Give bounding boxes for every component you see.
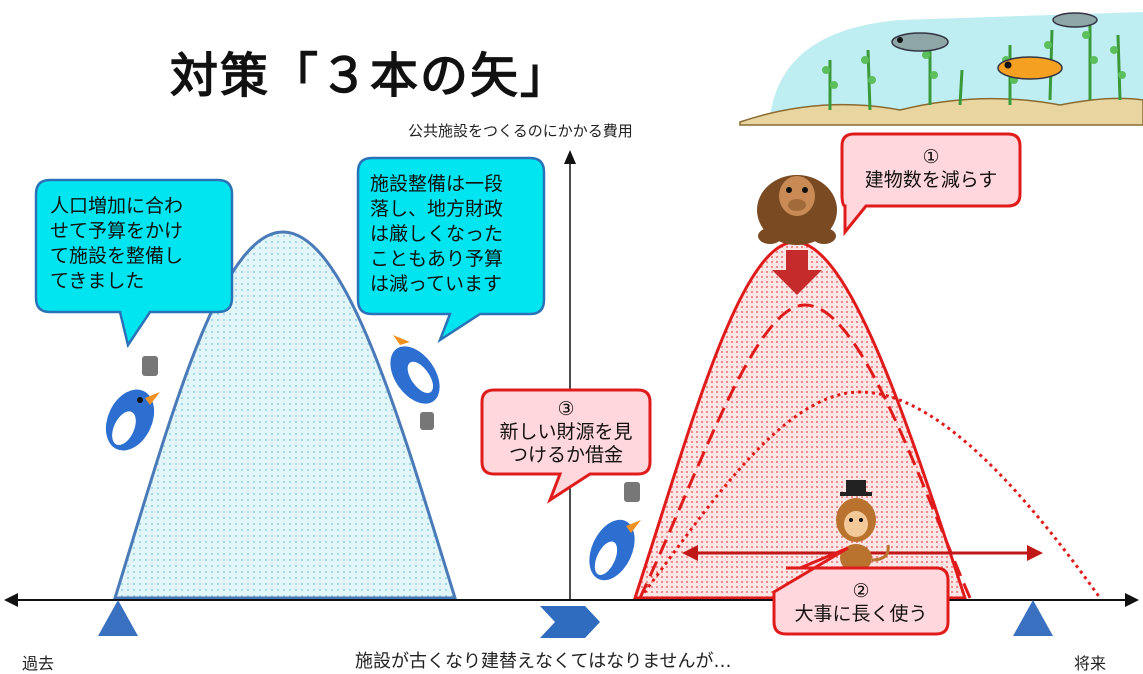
monkey-icon	[836, 480, 890, 572]
callout-present-line: 施設整備は一段	[370, 173, 504, 195]
page-title: 対策「３本の矢」	[170, 48, 571, 104]
extended-cost-curve-dotted	[638, 390, 1102, 599]
callout-arrow3-number: ③	[557, 398, 575, 420]
callout-past-line: て施設を整備し	[50, 245, 184, 267]
gorilla-icon	[757, 175, 837, 245]
x-axis-caption: 施設が古くなり建替えなくてはなりませんが…	[355, 651, 732, 672]
bird-icon-left	[105, 356, 160, 451]
callout-present-text: 施設整備は一段 落し、地方財政 は厳しくなった こともあり予算 は減っています	[370, 172, 503, 297]
x-axis-left-label: 過去	[22, 654, 55, 673]
past-cost-curve	[112, 230, 458, 600]
callout-past-line: せて予算をかけ	[50, 220, 184, 242]
callout-present-line: は厳しくなった	[370, 223, 504, 245]
reduced-cost-curve-dashed	[638, 303, 972, 599]
callout-arrow3-label: つけるか借金	[508, 444, 623, 466]
callout-present-line: は減っています	[370, 273, 503, 295]
callout-arrow1-bubble	[840, 132, 1022, 237]
callout-arrow3-text: ③ 新しい財源を見 つけるか借金	[484, 398, 648, 467]
down-arrow-icon	[772, 250, 822, 295]
callout-past-line: てきました	[50, 270, 145, 292]
callout-arrow2-text: ② 大事に長く使う	[776, 580, 946, 626]
callout-arrow1-text: ① 建物数を減らす	[846, 146, 1016, 192]
callout-arrow2-label: 大事に長く使う	[794, 603, 928, 625]
pond-illustration	[739, 12, 1143, 126]
x-axis-right-label: 将来	[1074, 654, 1107, 673]
callout-past-text: 人口増加に合わ せて予算をかけ て施設を整備し てきました	[50, 194, 183, 294]
y-axis-label: 公共施設をつくるのにかかる費用	[408, 122, 633, 140]
callout-arrow1-number: ①	[922, 146, 940, 168]
bird-icon-right	[589, 482, 641, 581]
callout-arrow2-bubble	[772, 546, 950, 636]
callout-present-line: こともあり予算	[370, 248, 504, 270]
callout-arrow3-bubble	[480, 388, 652, 504]
callout-past-bubble	[34, 178, 234, 349]
callout-present-line: 落し、地方財政	[370, 198, 504, 220]
callout-past-line: 人口増加に合わ	[50, 195, 184, 217]
callout-arrow3-label: 新しい財源を見	[499, 421, 633, 443]
future-cost-curve	[632, 240, 968, 600]
callout-arrow1-label: 建物数を減らす	[864, 169, 998, 191]
callout-arrow2-number: ②	[852, 580, 870, 602]
present-marker-chevron	[540, 606, 600, 638]
bird-icon-middle	[390, 335, 440, 430]
callout-present-bubble	[356, 156, 546, 344]
future-marker-triangle	[1013, 600, 1053, 636]
past-marker-triangle	[98, 600, 138, 636]
